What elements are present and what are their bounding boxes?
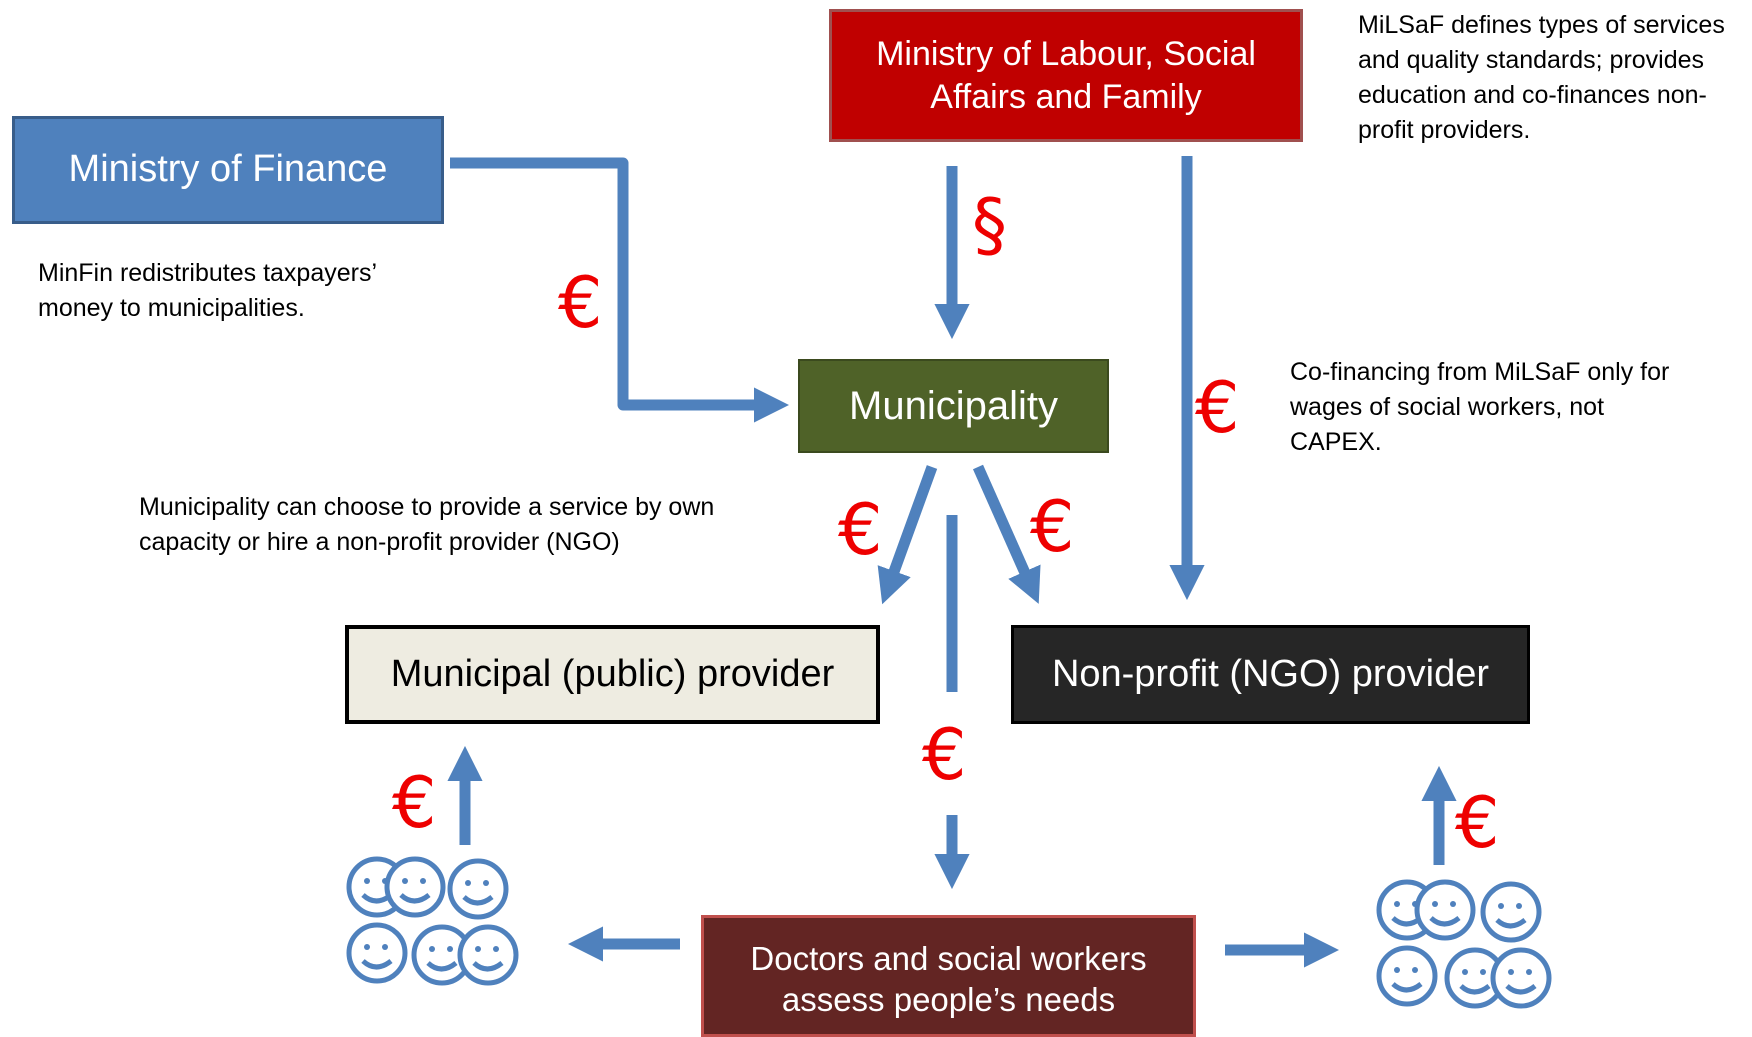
smiley-face-icon — [346, 922, 408, 984]
smiley-face-icon — [1376, 945, 1438, 1007]
smiley-face-icon — [384, 856, 446, 918]
smiley-face-icon — [457, 924, 519, 986]
ministry-of-finance-box: Ministry of Finance — [12, 116, 444, 224]
arrow-municipality-to-public — [877, 465, 938, 605]
smiley-face-icon — [1490, 947, 1552, 1009]
euro-symbol-ngo: € — [1030, 486, 1075, 568]
smiley-face-icon — [1444, 947, 1506, 1009]
euro-symbol-people-left: € — [392, 762, 437, 844]
assessors-label: Doctors and social workers assess people… — [750, 940, 1147, 1019]
smiley-face-icon — [447, 858, 509, 920]
minfin-note: MinFin redistributes taxpayers’ money to… — [38, 259, 377, 322]
municipality-label: Municipality — [849, 384, 1058, 428]
municipality-box: Municipality — [798, 359, 1109, 453]
milsaf-note: MiLSaF defines types of services and qua… — [1358, 11, 1725, 144]
smiley-face-icon — [1480, 881, 1542, 943]
milsaf-box: Ministry of Labour, Social Affairs and F… — [829, 9, 1303, 142]
assessors-box: Doctors and social workers assess people… — [701, 915, 1196, 1037]
arrow-finance-to-municipality — [450, 157, 790, 423]
euro-symbol-assessors: € — [922, 714, 967, 796]
euro-symbol-people-right: € — [1455, 782, 1500, 864]
ngo-provider-label: Non-profit (NGO) provider — [1051, 652, 1490, 695]
law-symbol: § — [972, 184, 1007, 266]
euro-symbol-public: € — [838, 489, 883, 571]
arrow-municipality-to-ngo — [972, 464, 1041, 604]
public-provider-box: Municipal (public) provider — [345, 625, 880, 724]
euro-symbol-finance: € — [558, 262, 603, 344]
ministry-of-finance-label: Ministry of Finance — [68, 148, 388, 191]
public-provider-label: Municipal (public) provider — [390, 652, 835, 695]
milsaf-label: Ministry of Labour, Social Affairs and F… — [876, 35, 1256, 116]
smiley-face-icon — [411, 924, 473, 986]
municipality-note: Municipality can choose to provide a ser… — [139, 493, 715, 556]
ngo-provider-box: Non-profit (NGO) provider — [1011, 625, 1530, 724]
cofinancing-note: Co-financing from MiLSaF only for wages … — [1290, 358, 1670, 456]
euro-symbol-milsaf: € — [1195, 367, 1240, 449]
people-group-icon — [1376, 879, 1552, 1009]
smiley-face-icon — [1414, 879, 1476, 941]
people-group-icon — [346, 856, 519, 986]
